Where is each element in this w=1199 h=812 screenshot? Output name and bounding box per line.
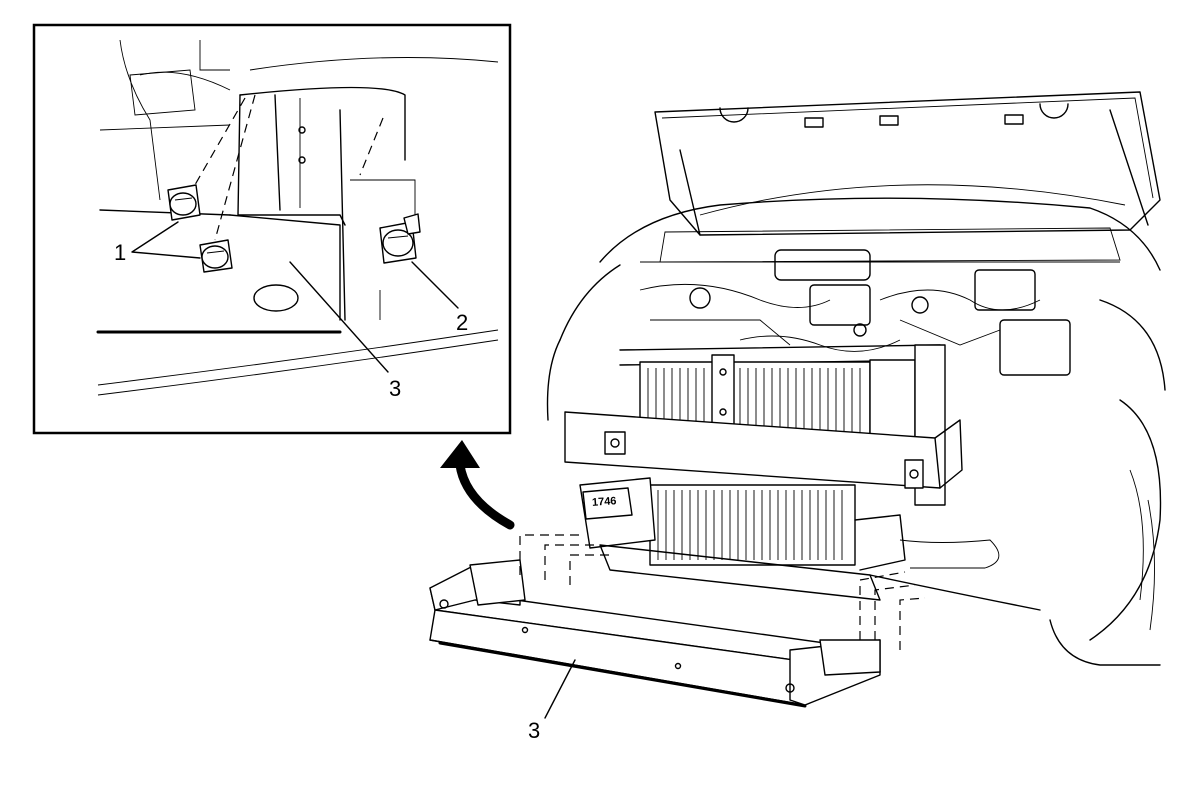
leader-bar-detail [289,261,389,373]
callout-bolt-right: 2 [456,310,469,335]
alignment-lines [519,534,926,650]
part-stamp: 1746 [591,495,617,509]
bolt-right [379,213,421,264]
detail-frame [32,23,512,435]
callout-bolts: 1 [114,240,127,265]
detail-arrow [440,440,515,530]
body-outline [546,197,1166,666]
upper-crossmember [564,411,963,489]
stamp-plate [582,487,633,520]
bolt-left-lower [199,239,233,273]
leader-bolts [131,221,201,259]
detail-body-sheetmetal [96,39,499,396]
callout-bar-main: 3 [528,718,541,743]
radiator-lower [579,477,1041,611]
callout-bar-detail: 3 [389,376,402,401]
bolt-left-upper [167,184,201,221]
leader-bar-main [544,659,576,719]
leader-bolt-right [411,261,459,309]
detail-bolt-paths [191,94,384,241]
lower-front-bar [429,559,881,708]
